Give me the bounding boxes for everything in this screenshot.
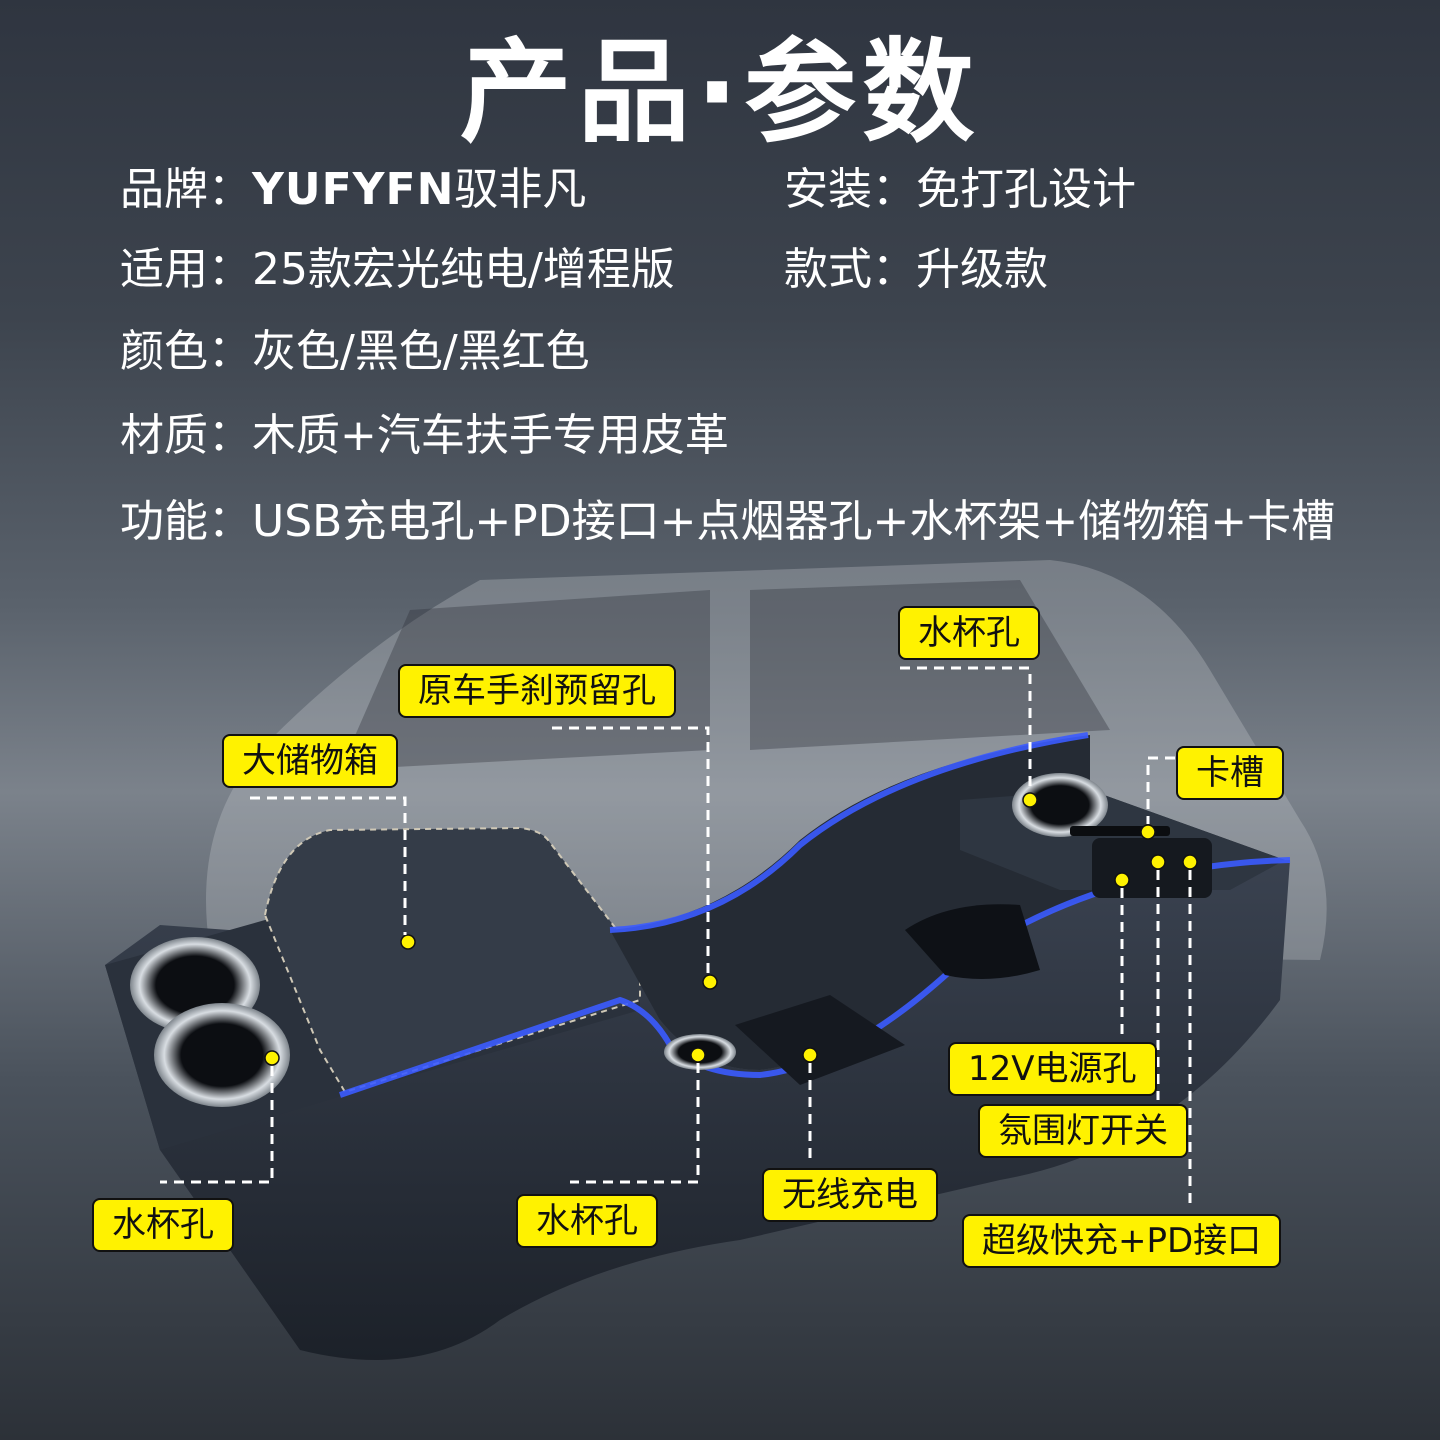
spec-function: 功能：USB充电孔+PD接口+点烟器孔+水杯架+储物箱+卡槽 — [120, 496, 1336, 547]
spec-brand: 品牌：YUFYFN驭非凡 — [120, 162, 586, 218]
spec-install: 安装：免打孔设计 — [784, 164, 1136, 215]
callout-card-slot: 卡槽 — [1176, 746, 1284, 800]
spec-color: 颜色：灰色/黑色/黑红色 — [120, 326, 590, 377]
callout-ambient-switch: 氛围灯开关 — [978, 1104, 1188, 1158]
spec-material: 材质：木质+汽车扶手专用皮革 — [120, 410, 729, 461]
page-title: 产品·参数 — [459, 28, 981, 158]
spec-style: 款式：升级款 — [784, 244, 1048, 295]
callout-cup-holder-left: 水杯孔 — [92, 1198, 234, 1252]
brand-name-en: YUFYFN — [252, 164, 455, 215]
brand-name-cn: 驭非凡 — [454, 164, 587, 215]
callout-cup-holder-top: 水杯孔 — [898, 606, 1040, 660]
callout-cup-holder-mid: 水杯孔 — [516, 1194, 658, 1248]
callout-storage-box: 大储物箱 — [222, 734, 398, 788]
callout-12v-power: 12V电源孔 — [948, 1042, 1157, 1096]
callout-handbrake-hole: 原车手刹预留孔 — [398, 664, 676, 718]
callout-wireless-charging: 无线充电 — [762, 1168, 938, 1222]
brand-label: 品牌： — [120, 164, 252, 215]
spec-fit: 适用：25款宏光纯电/增程版 — [120, 244, 675, 295]
callout-fast-charge-pd: 超级快充+PD接口 — [962, 1214, 1282, 1268]
